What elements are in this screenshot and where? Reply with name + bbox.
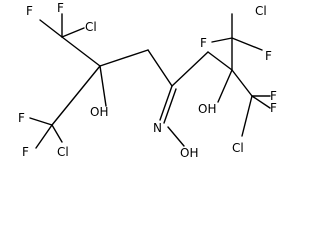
atom-oh: OH [180, 146, 198, 160]
bond [171, 51, 209, 87]
bond [217, 69, 233, 103]
atom-f: F [265, 49, 272, 63]
atom-cl: Cl [57, 145, 69, 159]
bond [99, 65, 107, 107]
bond [61, 36, 101, 67]
atom-f: F [22, 145, 29, 159]
atom-labels: F F Cl F F Cl OH N OH Cl F F OH F F Cl [18, 1, 277, 160]
bond [51, 124, 63, 143]
bond [39, 19, 63, 38]
bond [29, 117, 53, 126]
bond [35, 124, 53, 149]
atom-oh: OH [198, 102, 216, 116]
bond [167, 126, 185, 147]
atom-f: F [18, 111, 25, 125]
atom-f: F [200, 36, 207, 50]
bond [211, 37, 233, 43]
structure-svg: F F Cl F F Cl OH N OH Cl F F OH F F Cl [18, 1, 277, 160]
atom-f: F [270, 101, 277, 115]
bond [231, 37, 263, 51]
bond [251, 95, 271, 109]
bond [241, 95, 253, 137]
bond [231, 69, 253, 97]
atom-cl: Cl [85, 20, 97, 34]
bond [51, 65, 101, 126]
molecule-diagram: F F Cl F F Cl OH N OH Cl F F OH F F Cl [18, 1, 277, 160]
bond [207, 51, 233, 71]
bond-layer [29, 13, 271, 149]
atom-cl: Cl [232, 141, 244, 155]
bond [61, 27, 85, 38]
bond [163, 88, 177, 124]
bond [159, 85, 173, 121]
bond [99, 49, 149, 67]
atom-n: N [153, 121, 162, 135]
atom-f: F [26, 4, 33, 18]
atom-f: F [270, 89, 277, 103]
atom-f: F [57, 1, 64, 15]
atom-cl: Cl [255, 4, 267, 18]
atom-oh: OH [90, 105, 108, 119]
bond [147, 49, 173, 87]
